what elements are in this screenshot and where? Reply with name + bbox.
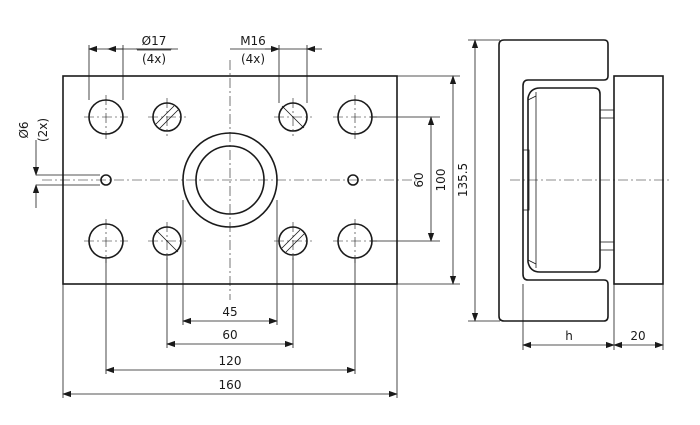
dim-width-120: 120 bbox=[219, 354, 242, 368]
dim-side-h: h bbox=[565, 329, 573, 343]
front-dimensions: Ø17 (4x) M16 (4x) Ø6 (2x) 45 60 120 1 bbox=[17, 34, 500, 398]
dim-height-135-5: 135.5 bbox=[456, 163, 470, 197]
cylinder-body bbox=[527, 87, 601, 273]
dim-height-100: 100 bbox=[434, 169, 448, 192]
dim-pin-diameter: Ø6 bbox=[17, 121, 31, 138]
dim-width-160: 160 bbox=[219, 378, 242, 392]
thread-m16-top-right bbox=[274, 98, 312, 136]
dim-side-20: 20 bbox=[630, 329, 645, 343]
dim-hole17-count: (4x) bbox=[142, 52, 166, 66]
dim-pin-count: (2x) bbox=[36, 118, 50, 142]
dim-width-45: 45 bbox=[222, 305, 237, 319]
center-bore-inner bbox=[195, 145, 265, 215]
dim-thread-size: M16 bbox=[240, 34, 266, 48]
pin-hole-right bbox=[347, 174, 359, 186]
side-bracket-outline bbox=[498, 39, 609, 322]
pin-hole-left bbox=[100, 174, 112, 186]
hole-17-bottom-left bbox=[84, 219, 128, 263]
dim-thread-count: (4x) bbox=[241, 52, 265, 66]
dim-width-60: 60 bbox=[222, 328, 237, 342]
dim-hole17-diameter: Ø17 bbox=[142, 34, 167, 48]
side-view: h 20 bbox=[498, 39, 672, 350]
thread-m16-bottom-right bbox=[274, 222, 312, 260]
thread-m16-bottom-left bbox=[148, 222, 186, 260]
hole-17-top-left bbox=[84, 95, 128, 139]
center-bore-outer bbox=[182, 132, 278, 228]
thread-m16-top-left bbox=[148, 98, 186, 136]
dim-height-60: 60 bbox=[412, 172, 426, 187]
front-view bbox=[42, 60, 420, 300]
